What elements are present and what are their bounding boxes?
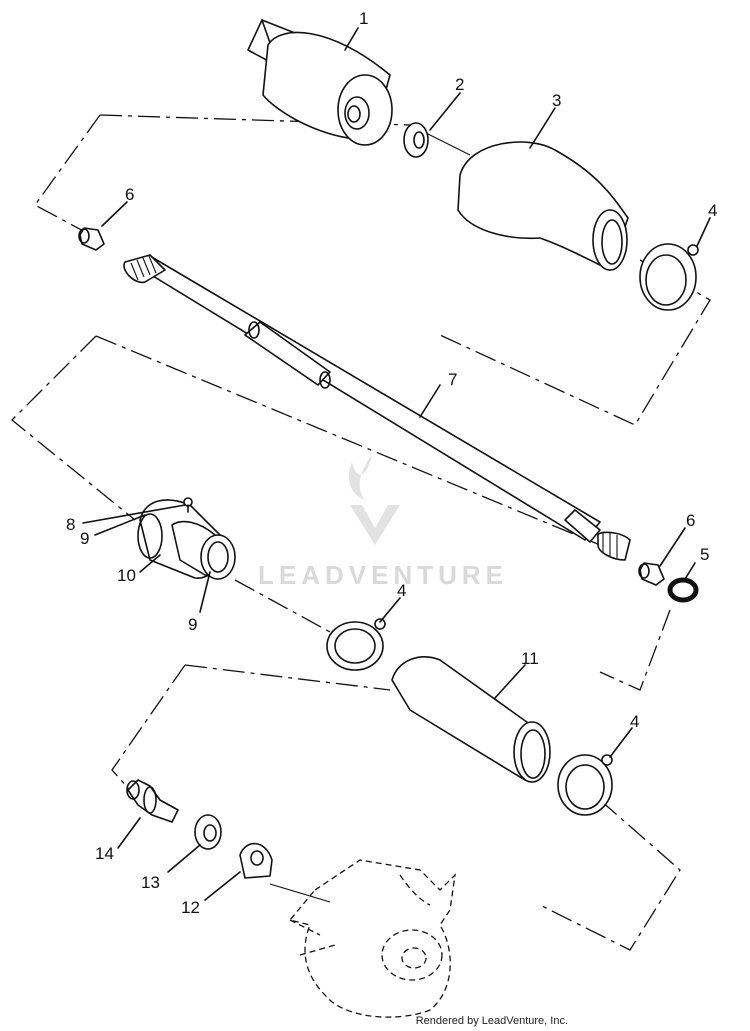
callout-3: 3 <box>552 91 561 110</box>
callout-6-bottom: 6 <box>686 511 695 530</box>
callout-10: 10 <box>117 566 136 585</box>
part-10-housing <box>137 499 236 580</box>
callout-2: 2 <box>455 75 464 94</box>
callout-labels: 1 2 3 4 6 7 5 6 8 9 10 9 4 11 4 14 13 12 <box>66 9 717 917</box>
part-12-bracket <box>239 842 273 879</box>
watermark-text: LEADVENTURE <box>258 560 508 590</box>
part-7-shaft <box>123 254 631 561</box>
part-4-clamp-top <box>639 243 699 311</box>
part-14-fitting <box>126 779 179 823</box>
callout-7: 7 <box>448 370 457 389</box>
callout-5: 5 <box>700 545 709 564</box>
part-2-washer <box>403 122 429 158</box>
callout-1: 1 <box>359 9 368 28</box>
callout-9-bottom: 9 <box>188 615 197 634</box>
callout-12: 12 <box>181 898 200 917</box>
callout-4-top: 4 <box>708 201 717 220</box>
callout-leaders <box>82 27 711 901</box>
part-3-boot <box>457 141 629 271</box>
callout-13: 13 <box>141 873 160 892</box>
callout-6-top: 6 <box>125 185 134 204</box>
part-13-washer <box>194 814 222 850</box>
part-4-clamp-middle <box>326 618 386 671</box>
part-6-plug-top <box>78 227 105 251</box>
part-1-solenoid <box>247 19 393 146</box>
watermark: LEADVENTURE <box>258 455 508 590</box>
footer-credit: Rendered by LeadVenture, Inc. <box>415 1015 568 1027</box>
callout-9-left: 9 <box>80 529 89 548</box>
part-11-sleeve <box>391 656 551 783</box>
part-5-o-ring <box>667 577 699 603</box>
callout-14: 14 <box>95 844 114 863</box>
callout-11: 11 <box>521 649 539 668</box>
callout-4-bottom: 4 <box>630 712 639 731</box>
part-4-clamp-bottom <box>557 754 613 816</box>
callout-8: 8 <box>66 515 75 534</box>
engine-housing-ghost <box>288 859 456 1018</box>
part-8-screw <box>183 497 193 513</box>
part-6-plug-bottom <box>638 562 665 586</box>
callout-4-middle: 4 <box>397 581 406 600</box>
